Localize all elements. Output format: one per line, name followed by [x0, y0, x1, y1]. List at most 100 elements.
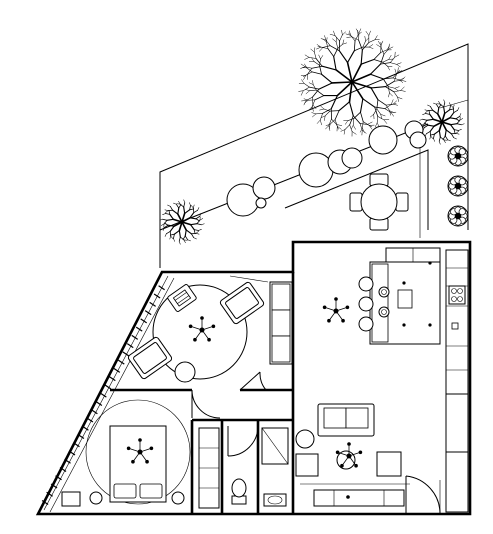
- tree-branch: [312, 106, 314, 112]
- tree-branch: [380, 53, 385, 65]
- tree-branch: [195, 215, 201, 220]
- tree-branch: [453, 104, 455, 109]
- tree-branch: [338, 101, 351, 112]
- tree-branch: [324, 35, 327, 41]
- window-markers: [41, 285, 165, 506]
- tree-branch: [374, 122, 378, 128]
- tree-branch: [344, 120, 349, 125]
- tree-branch: [167, 204, 171, 207]
- tree-branch: [322, 45, 331, 48]
- tree-branch: [311, 65, 323, 69]
- tree-branch: [429, 125, 435, 132]
- tree-branch: [177, 207, 180, 215]
- door-swing[interactable]: [239, 371, 267, 391]
- tree-branch: [437, 107, 440, 115]
- tree-branch: [167, 224, 175, 227]
- plant-leaf: [458, 208, 466, 216]
- tree-branch: [351, 36, 359, 41]
- tree-branch: [367, 121, 373, 125]
- tree-branch: [392, 77, 400, 81]
- bathroom: [231, 427, 289, 507]
- tree-branch: [301, 100, 307, 102]
- shrub-icon: [341, 147, 363, 169]
- tree-branch: [314, 51, 317, 59]
- tree-branch: [315, 113, 323, 115]
- tree-branch: [189, 217, 197, 220]
- tree-branch: [351, 81, 364, 100]
- lamp-bulb: [358, 450, 363, 455]
- plant-icon: [174, 361, 196, 383]
- tree-branch: [303, 74, 307, 80]
- tree-branch: [336, 124, 339, 130]
- shrub-icon: [252, 176, 276, 200]
- lamp-center: [199, 327, 205, 333]
- tree-branch: [360, 111, 364, 123]
- lamp-bulb: [200, 316, 204, 320]
- tree-branch: [351, 131, 357, 135]
- tree-branch: [304, 66, 313, 69]
- tree-branch: [368, 30, 371, 36]
- wall-inner-line: [49, 277, 175, 513]
- tree-branch: [190, 224, 195, 231]
- plant-center: [455, 213, 461, 219]
- window-tick: [131, 334, 139, 340]
- tree-branch: [396, 64, 401, 68]
- tree-branch: [420, 123, 425, 126]
- tree-branch: [323, 108, 331, 112]
- tree-branch: [362, 121, 364, 129]
- tree-branch: [445, 129, 452, 135]
- tree-branch: [432, 109, 439, 115]
- tree-branch: [178, 221, 183, 232]
- tree-branch: [185, 229, 192, 235]
- tree-branch: [324, 110, 331, 117]
- tree-branch: [455, 115, 461, 120]
- tree-branch: [301, 79, 305, 84]
- tree-branch: [394, 54, 400, 58]
- tree-branch: [351, 81, 372, 89]
- lounge: [127, 275, 293, 383]
- tree-branch: [342, 39, 345, 45]
- large-tree-icon: [298, 28, 407, 137]
- tree-branch: [341, 29, 343, 36]
- tree-branch: [312, 113, 317, 118]
- tree-branch: [163, 219, 168, 225]
- tree-branch: [427, 124, 435, 127]
- window-tick: [149, 301, 156, 307]
- tree-branch: [173, 233, 175, 239]
- door-swing[interactable]: [227, 425, 259, 457]
- tree-branch: [426, 131, 431, 135]
- tree-branch: [195, 218, 200, 222]
- tree-branch: [441, 121, 452, 126]
- tree-branch: [339, 34, 343, 42]
- tree-branch: [189, 205, 191, 211]
- tree-branch: [320, 119, 322, 126]
- tree-branch: [429, 106, 433, 111]
- tree-branch: [165, 213, 171, 215]
- lamp-bulb: [322, 305, 327, 310]
- tree-branch: [193, 229, 196, 235]
- window-tick: [104, 384, 112, 390]
- tree-branch: [383, 119, 388, 124]
- tree-branch: [191, 233, 195, 238]
- tree-branch: [182, 235, 186, 240]
- tree-branch: [303, 100, 307, 106]
- door-swing[interactable]: [191, 389, 221, 419]
- tree-branch: [336, 81, 353, 97]
- entry-door-swing[interactable]: [405, 475, 441, 515]
- tree-branch: [173, 202, 177, 205]
- tree-branch: [320, 38, 327, 41]
- tree-branch: [380, 114, 386, 117]
- tree-branch: [348, 101, 354, 117]
- tree-branch: [189, 212, 195, 219]
- tree-branch: [364, 36, 366, 42]
- tree-branch: [335, 37, 337, 43]
- tree-branch: [316, 119, 321, 124]
- tree-branch: [329, 45, 340, 52]
- tree-branch: [442, 135, 446, 140]
- tree-branch: [390, 103, 397, 105]
- tree-branch: [370, 114, 374, 118]
- lamp-bulb: [354, 463, 358, 468]
- tree-branch: [173, 221, 183, 227]
- tree-branch: [178, 200, 181, 205]
- tree-branch: [178, 204, 182, 209]
